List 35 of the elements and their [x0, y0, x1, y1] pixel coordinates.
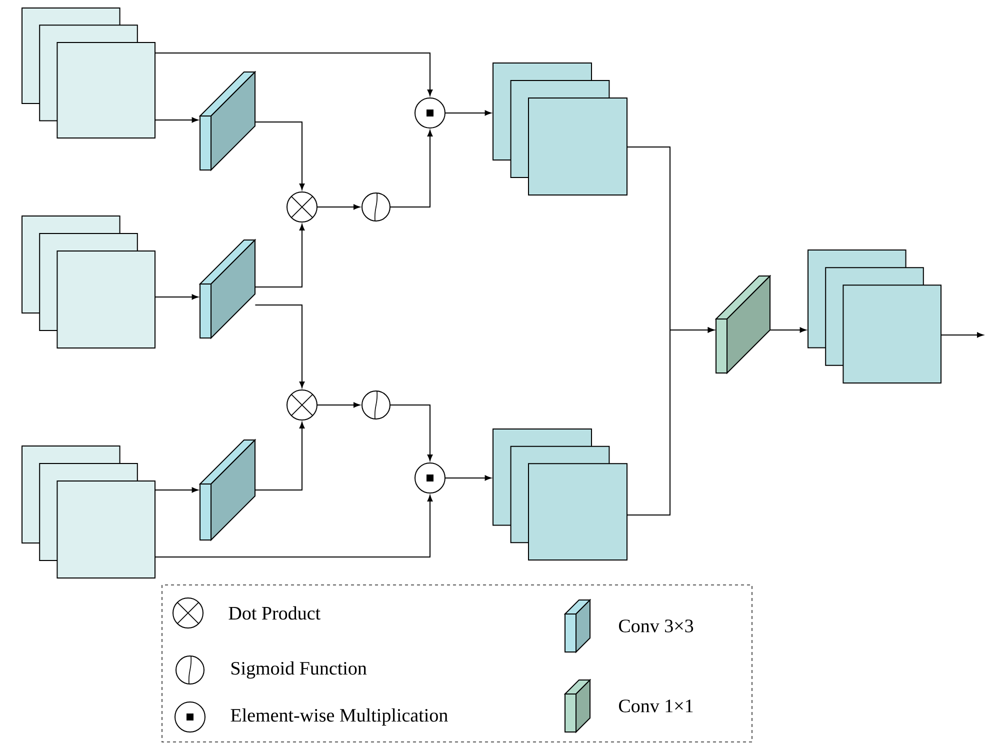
feature-map-stack	[808, 250, 942, 384]
arrow	[154, 117, 198, 123]
arrow	[154, 487, 198, 493]
multiplication-symbol	[414, 462, 446, 494]
arrow	[154, 495, 433, 558]
legend-text: Dot Product	[228, 606, 320, 620]
legend-text: Conv 1×1	[619, 700, 693, 712]
multiplication-symbol	[414, 97, 446, 128]
arrow	[254, 304, 305, 388]
dot-product-symbol	[286, 191, 318, 222]
feature-map-stack	[492, 428, 628, 560]
sigmoid-symbol	[362, 390, 390, 420]
legend-text: Conv 3×3	[619, 620, 694, 632]
arrow	[940, 332, 984, 338]
legend-text: Element-wise Multiplication	[230, 708, 448, 726]
arrow	[626, 327, 714, 516]
feature-map-stack	[22, 215, 156, 348]
arrow	[317, 402, 360, 408]
legend-text: Sigmoid Function	[231, 661, 367, 679]
arrow	[254, 224, 305, 288]
arrow	[770, 327, 806, 333]
dot-product-symbol	[286, 389, 318, 420]
feature-map-stack	[492, 62, 628, 196]
sigmoid-symbol	[362, 192, 390, 222]
arrow	[317, 204, 360, 210]
feature-map-stack	[22, 445, 156, 578]
arrow	[154, 52, 433, 96]
arrow	[390, 130, 433, 208]
arrow	[445, 475, 492, 481]
arrow	[254, 422, 305, 490]
arrow	[390, 404, 433, 461]
arrow	[445, 110, 492, 116]
arrow	[254, 122, 305, 190]
feature-map-stack	[22, 7, 156, 138]
arrow	[154, 294, 198, 300]
